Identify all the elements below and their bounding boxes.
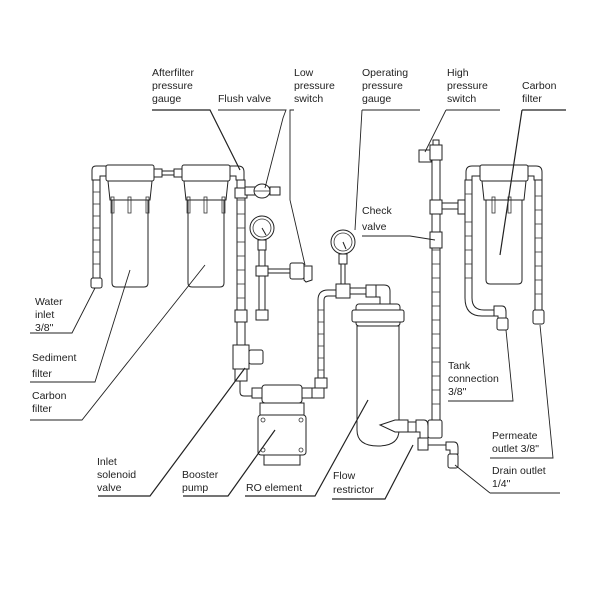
flow-restrictor-assembly bbox=[378, 419, 448, 451]
label-drain-outlet: Drain outlet 1/4" bbox=[492, 465, 546, 490]
label-low-pressure-switch: Low pressure switch bbox=[294, 67, 335, 105]
carbon-filter-housing-right bbox=[479, 164, 529, 285]
low-pressure-switch bbox=[267, 262, 313, 283]
label-operating-pressure-gauge: Operating pressure gauge bbox=[362, 67, 409, 105]
pump-outlet-pipe bbox=[311, 289, 339, 399]
label-booster-pump: Booster pump bbox=[182, 469, 219, 494]
label-permeate-outlet: Permeate outlet 3/8" bbox=[492, 430, 539, 455]
water-inlet-pipe bbox=[90, 165, 107, 289]
sediment-filter-housing bbox=[105, 164, 155, 288]
label-flush-valve: Flush valve bbox=[218, 93, 272, 105]
afterfilter-pressure-gauge bbox=[249, 215, 275, 321]
leader-lines bbox=[30, 109, 566, 500]
label-inlet-solenoid-valve: Inlet solenoid valve bbox=[97, 456, 137, 494]
afterfilter-pipe bbox=[229, 165, 248, 361]
high-pressure-switch bbox=[418, 139, 443, 163]
booster-pump bbox=[239, 381, 313, 466]
filter-interconnect bbox=[153, 168, 183, 178]
label-afterfilter-pressure-gauge: Afterfilter pressure gauge bbox=[152, 67, 195, 105]
tank-connection-pipe bbox=[464, 165, 509, 331]
carbon-filter-housing-left bbox=[181, 164, 231, 288]
permeate-outlet-pipe bbox=[527, 165, 545, 325]
label-carbon-filter-right: Carbon filter bbox=[522, 80, 557, 105]
label-ro-element: RO element bbox=[246, 482, 303, 494]
label-carbon-filter-left: Carbon filter bbox=[32, 390, 67, 415]
label-tank-connection: Tank connection 3/8" bbox=[448, 360, 499, 398]
inlet-solenoid-valve bbox=[232, 344, 264, 382]
label-high-pressure-switch: High pressure switch bbox=[447, 67, 488, 105]
label-flow-restrictor: Flow restrictor bbox=[333, 470, 374, 496]
flush-valve bbox=[244, 183, 281, 199]
label-sediment-filter: Sediment filter bbox=[32, 352, 77, 380]
label-water-inlet: Water inlet 3/8" bbox=[35, 296, 63, 334]
ro-element-housing bbox=[351, 303, 405, 447]
operating-pressure-gauge bbox=[330, 229, 391, 305]
label-check-valve: Check valve bbox=[362, 205, 392, 233]
drain-outlet-fitting bbox=[445, 441, 459, 469]
